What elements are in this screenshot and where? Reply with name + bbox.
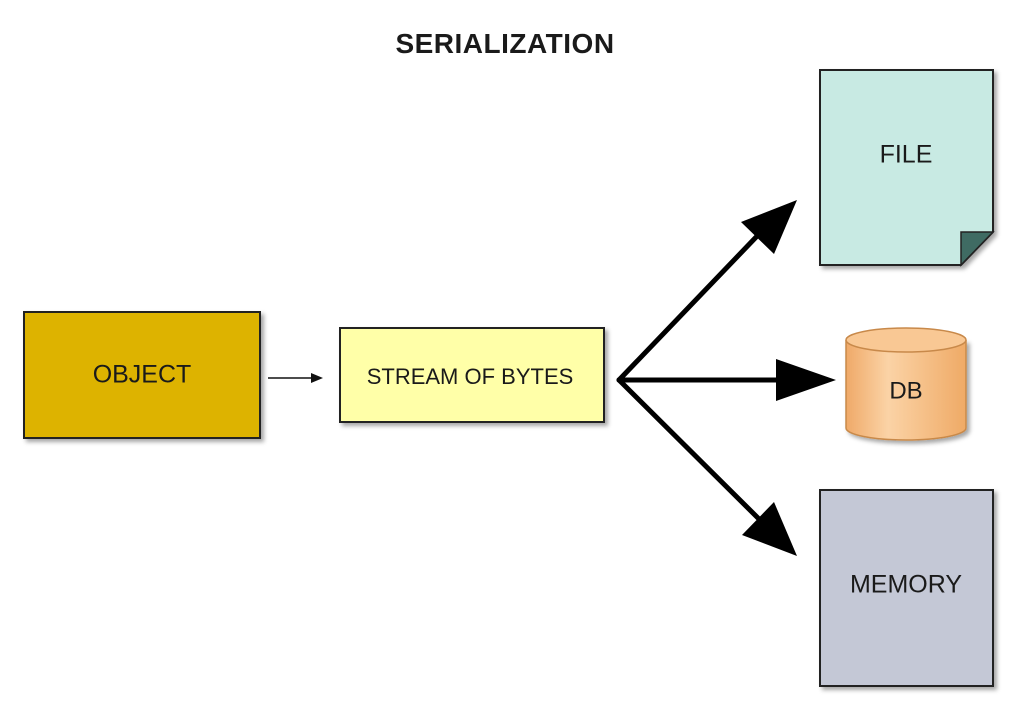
arrowhead: [311, 373, 323, 383]
edge-stream-to-file: [616, 200, 797, 383]
memory-box: [819, 489, 994, 687]
edge-object-to-stream: [268, 373, 323, 383]
memory-label: MEMORY: [850, 571, 962, 599]
memory-node: MEMORY: [819, 489, 994, 687]
db-label: DB: [889, 377, 922, 404]
file-fold-corner: [960, 231, 995, 267]
file-label: FILE: [880, 141, 933, 169]
db-cylinder-top: [845, 327, 967, 353]
file-node: FILE: [819, 69, 995, 267]
stream-node: STREAM OF BYTES: [339, 327, 605, 423]
db-cylinder-body: [845, 340, 967, 441]
arrowhead: [741, 200, 797, 254]
stream-label: STREAM OF BYTES: [367, 364, 574, 389]
arrowhead: [776, 359, 836, 401]
db-node: DB: [845, 327, 967, 441]
object-box: [23, 311, 261, 439]
arrowhead: [742, 502, 797, 556]
diagram-title: SERIALIZATION: [395, 28, 615, 59]
object-label: OBJECT: [93, 361, 192, 389]
edge-stream-to-db: [616, 359, 836, 401]
object-node: OBJECT: [23, 311, 261, 439]
edge-stream-to-memory: [616, 377, 797, 556]
stream-box: [339, 327, 605, 423]
